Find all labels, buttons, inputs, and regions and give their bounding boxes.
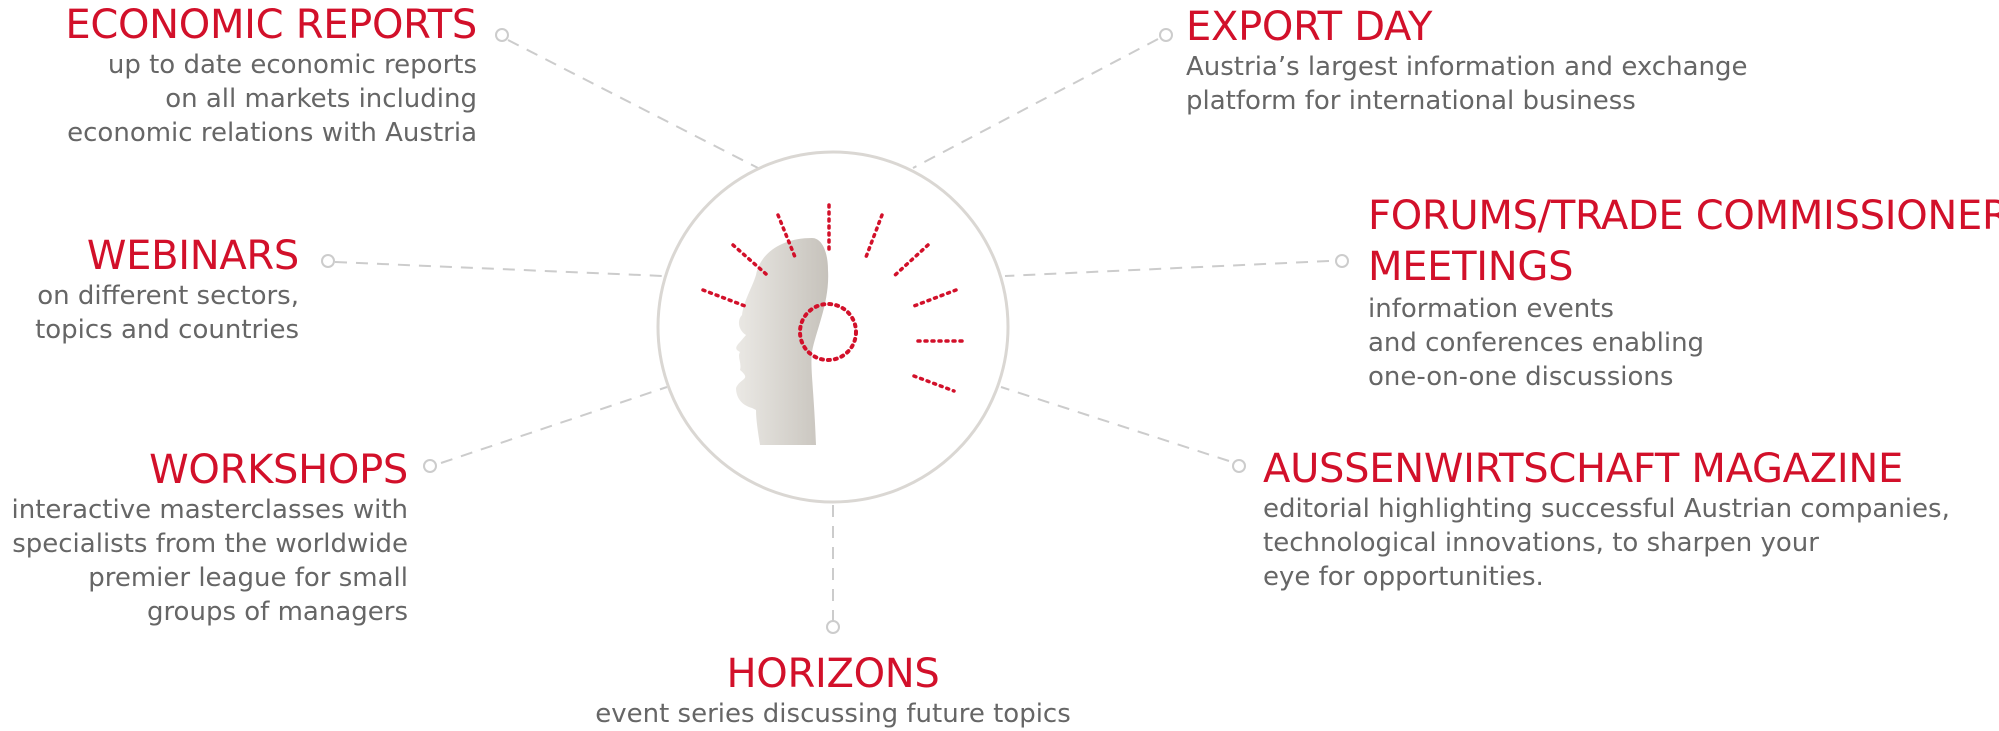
magazine-line: editorial highlighting successful Austri… <box>1263 494 1950 524</box>
endpoint-forums <box>1335 254 1349 268</box>
webinars-line: topics and countries <box>35 315 299 345</box>
ray-icon <box>776 213 797 259</box>
connector-workshops <box>440 386 668 464</box>
item-workshops: WORKSHOPS interactive masterclasses with… <box>12 447 409 629</box>
connector-forums <box>1004 260 1330 277</box>
ray-icon <box>912 374 956 393</box>
economic-reports-line: on all markets including <box>165 84 477 114</box>
webinars-title: WEBINARS <box>86 233 299 279</box>
connector-webinars <box>334 261 664 277</box>
ray-icon <box>892 243 930 278</box>
endpoint-export-day <box>1159 28 1173 42</box>
endpoint-horizons <box>826 620 840 634</box>
brain-circle-icon <box>798 302 858 362</box>
magazine-line: eye for opportunities. <box>1263 562 1544 592</box>
connector-magazine <box>1000 386 1230 462</box>
economic-reports-line: up to date economic reports <box>107 50 477 80</box>
workshops-description: interactive masterclasses with specialis… <box>12 493 409 629</box>
workshops-line: interactive masterclasses with <box>11 495 409 525</box>
endpoint-magazine <box>1232 459 1246 473</box>
head-icon <box>736 238 829 445</box>
connector-economic-reports <box>507 39 759 169</box>
magazine-description: editorial highlighting successful Austri… <box>1263 492 1950 594</box>
ray-icon <box>864 213 884 259</box>
connector-export-day <box>912 38 1159 169</box>
central-circle <box>656 150 1010 504</box>
magazine-line: technological innovations, to sharpen yo… <box>1263 528 1819 558</box>
endpoint-economic-reports <box>495 28 509 42</box>
forums-line: one-on-one discussions <box>1368 362 1674 392</box>
ray-icon <box>912 288 958 308</box>
item-webinars: WEBINARS on different sectors, topics an… <box>35 233 299 347</box>
horizons-title: HORIZONS <box>726 651 940 697</box>
export-day-line: Austria’s largest information and exchan… <box>1186 52 1748 82</box>
forums-description: information events and conferences enabl… <box>1368 292 1999 394</box>
webinars-line: on different sectors, <box>37 281 299 311</box>
item-export-day: EXPORT DAY Austria’s largest information… <box>1186 4 1747 118</box>
forums-title-line: FORUMS/TRADE COMMISSIONER <box>1368 193 1999 239</box>
export-day-line: platform for international business <box>1186 86 1636 116</box>
endpoint-workshops <box>423 459 437 473</box>
item-forums-meetings: FORUMS/TRADE COMMISSIONER MEETINGS infor… <box>1368 190 1999 394</box>
forums-title-line: MEETINGS <box>1368 244 1574 290</box>
economic-reports-line: economic relations with Austria <box>67 118 477 148</box>
ray-icon <box>701 288 747 308</box>
export-day-title: EXPORT DAY <box>1186 4 1433 50</box>
horizons-line: event series discussing future topics <box>595 699 1071 729</box>
item-horizons: HORIZONS event series discussing future … <box>533 651 1133 731</box>
workshops-line: specialists from the worldwide <box>12 529 408 559</box>
item-aussenwirtschaft-magazine: AUSSENWIRTSCHAFT MAGAZINE editorial high… <box>1263 446 1950 594</box>
forums-line: and conferences enabling <box>1368 328 1705 358</box>
economic-reports-description: up to date economic reports on all marke… <box>65 48 477 150</box>
horizons-description: event series discussing future topics <box>533 697 1133 731</box>
forums-line: information events <box>1368 294 1614 324</box>
workshops-title: WORKSHOPS <box>149 447 408 493</box>
workshops-line: premier league for small <box>88 563 408 593</box>
ray-icon <box>731 243 768 276</box>
export-day-description: Austria’s largest information and exchan… <box>1186 50 1747 118</box>
item-economic-reports: ECONOMIC REPORTS up to date economic rep… <box>65 2 477 150</box>
workshops-line: groups of managers <box>146 597 408 627</box>
webinars-description: on different sectors, topics and countri… <box>35 279 299 347</box>
endpoint-webinars <box>321 254 335 268</box>
economic-reports-title: ECONOMIC REPORTS <box>65 2 477 48</box>
magazine-title: AUSSENWIRTSCHAFT MAGAZINE <box>1263 446 1903 492</box>
